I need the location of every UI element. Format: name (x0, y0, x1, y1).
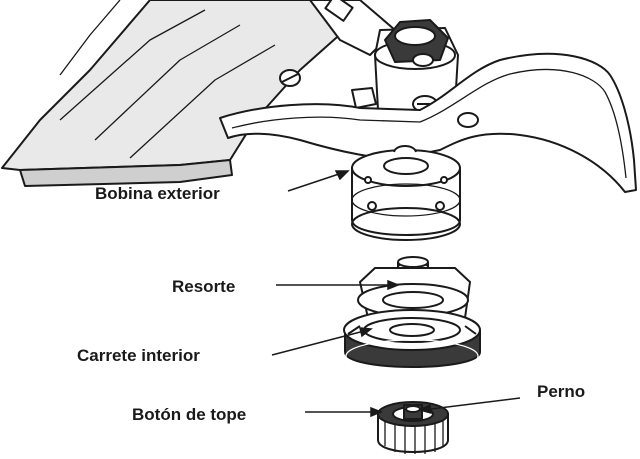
label-spring: Resorte (172, 277, 235, 296)
outer-spool (351, 145, 461, 241)
arrow-bolt (417, 403, 432, 415)
label-inner-reel: Carrete interior (77, 346, 200, 365)
arrow-spring (387, 279, 401, 291)
label-outer-spool: Bobina exterior (95, 184, 220, 203)
guard-screw (279, 69, 301, 87)
leader-lines (271, 170, 521, 418)
arrow-stop-button (370, 406, 384, 418)
label-bolt: Perno (537, 382, 585, 401)
leader-outer-spool (287, 171, 346, 192)
stop-button-part (377, 401, 449, 454)
inner-reel (343, 267, 481, 373)
arrow-outer-spool (334, 170, 350, 181)
label-stop-button: Botón de tope (132, 405, 246, 424)
leader-inner-reel (271, 329, 369, 356)
grass-guard (1, 0, 346, 187)
leader-bolt (422, 397, 521, 411)
arrow-inner-reel (359, 327, 373, 338)
mounting-arm (219, 52, 637, 193)
